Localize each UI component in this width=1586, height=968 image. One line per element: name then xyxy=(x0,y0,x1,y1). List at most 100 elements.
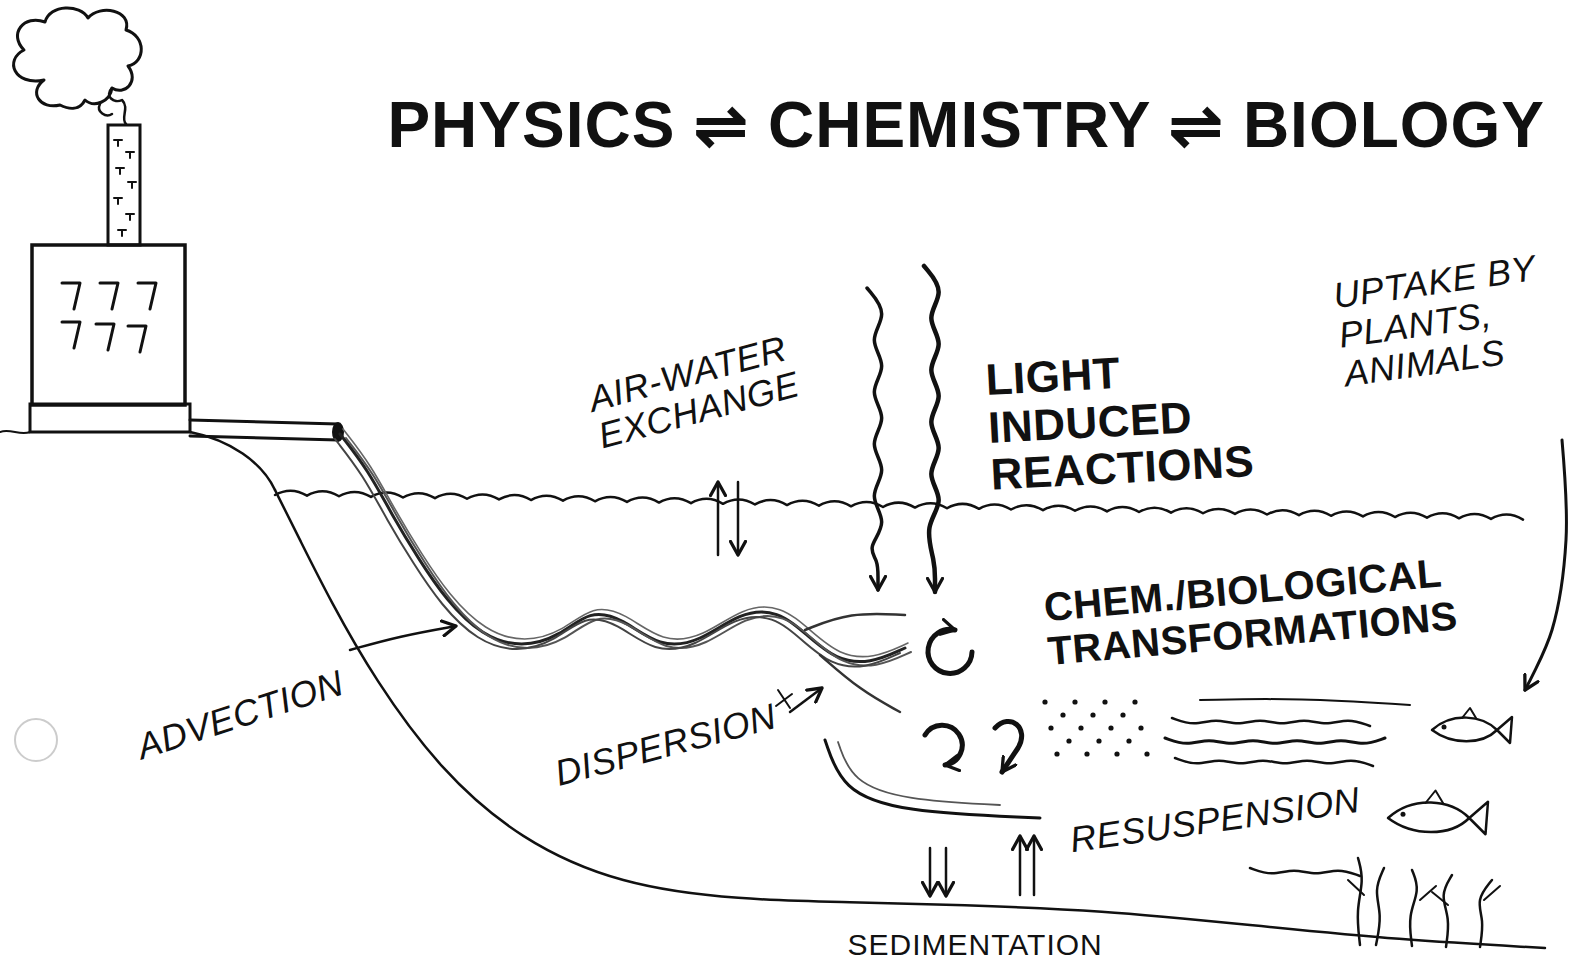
label-wrap: CHEM./BIOLOGICAL TRANSFORMATIONS xyxy=(1042,547,1488,673)
water-surface xyxy=(275,491,1523,520)
particle xyxy=(1072,699,1077,704)
particle xyxy=(1126,738,1131,743)
sedimentation-arrow xyxy=(929,848,932,896)
uptake-arrow xyxy=(1525,440,1566,690)
factory-window xyxy=(128,326,146,352)
resuspension-arrow xyxy=(1019,836,1022,895)
plume-spread xyxy=(838,742,1000,805)
factory-window xyxy=(96,324,114,350)
water-line xyxy=(1175,758,1373,766)
brick-mark xyxy=(117,140,119,146)
plant-stem xyxy=(1410,870,1417,946)
light-arrow xyxy=(924,266,939,592)
particle xyxy=(1108,725,1113,730)
plume-spread xyxy=(820,655,900,712)
water-line xyxy=(1165,738,1385,743)
fish-fin xyxy=(1462,708,1476,718)
plant-leaf xyxy=(1348,880,1364,895)
cycle-arrow xyxy=(925,725,962,765)
brick-mark xyxy=(117,198,119,204)
particle xyxy=(1096,738,1101,743)
fish-fin xyxy=(1426,791,1444,804)
plant-stem xyxy=(1444,875,1452,947)
brick-mark xyxy=(119,168,121,174)
particle xyxy=(1066,738,1071,743)
particles xyxy=(1042,699,1149,756)
factory-window xyxy=(138,283,156,309)
ground-line xyxy=(0,431,30,433)
plant-stem xyxy=(1480,880,1492,947)
brick-mark xyxy=(131,182,133,188)
process-label: CHEM./BIOLOGICAL TRANSFORMATIONS xyxy=(1042,547,1488,673)
label-wrap: LIGHT INDUCED REACTIONS xyxy=(984,342,1255,498)
plume-spread xyxy=(825,740,1040,818)
outfall-pipe xyxy=(190,420,338,424)
process-label: DISPERSION xyxy=(550,696,780,793)
particle xyxy=(1132,699,1137,704)
particle xyxy=(1054,751,1059,756)
advection-arrow xyxy=(350,626,456,650)
brick-mark xyxy=(121,230,123,236)
fish xyxy=(1388,802,1488,835)
plume-spread xyxy=(805,614,905,630)
process-label: SEDIMENTATION xyxy=(848,928,1103,961)
particle xyxy=(1084,751,1089,756)
factory-window xyxy=(62,322,80,348)
fish-eye xyxy=(1401,812,1406,817)
smokestack xyxy=(108,125,140,245)
exchange-arrow xyxy=(717,482,720,555)
plant-leaf xyxy=(1484,886,1500,900)
fish xyxy=(1432,717,1512,743)
punch-hole xyxy=(15,719,57,761)
fish-eye xyxy=(1442,725,1447,730)
dispersion-arrow xyxy=(790,688,822,712)
effluent-plume xyxy=(335,439,900,667)
cycle-arrow xyxy=(928,629,972,673)
factory-building xyxy=(32,245,185,405)
label-wrap: UPTAKE BY PLANTS, ANIMALS xyxy=(1330,246,1559,394)
effluent-plume xyxy=(346,438,911,666)
cycle-arrow xyxy=(995,721,1022,772)
process-label: RESUSPENSION xyxy=(1068,780,1363,860)
water-line xyxy=(1250,868,1360,876)
effluent-plume xyxy=(340,434,905,662)
label-wrap: DISPERSION xyxy=(550,696,780,793)
title-wrap: PHYSICS ⇌ CHEMISTRY ⇌ BIOLOGY xyxy=(387,88,1545,162)
process-label: ADVECTION xyxy=(132,663,348,767)
water-line xyxy=(1172,718,1370,726)
process-label: AIR-WATER EXCHANGE xyxy=(585,315,856,455)
particle xyxy=(1090,712,1095,717)
particle xyxy=(1078,725,1083,730)
label-wrap: RESUSPENSION xyxy=(1068,780,1363,860)
plant-stem xyxy=(1358,858,1362,945)
plant-leaf xyxy=(1432,892,1448,905)
light-arrow xyxy=(867,288,882,590)
particle xyxy=(1060,712,1065,717)
resuspension-arrow xyxy=(1033,836,1036,895)
particle xyxy=(1048,725,1053,730)
particle xyxy=(1114,751,1119,756)
particle xyxy=(1102,699,1107,704)
particle xyxy=(1138,725,1143,730)
brick-mark xyxy=(129,214,131,220)
exchange-arrow xyxy=(737,482,740,555)
particle xyxy=(1042,699,1047,704)
factory-window xyxy=(62,283,80,309)
label-wrap: AIR-WATER EXCHANGE xyxy=(585,315,856,455)
smoke-cloud xyxy=(14,8,142,108)
label-wrap: SEDIMENTATION xyxy=(848,928,1103,961)
water-line xyxy=(1200,699,1410,705)
effluent-plume xyxy=(343,429,908,657)
smoke-puff xyxy=(109,88,126,124)
brick-mark xyxy=(129,152,131,158)
particle xyxy=(1120,712,1125,717)
dispersion-star xyxy=(776,690,792,708)
shore-line xyxy=(190,432,275,490)
sedimentation-arrow xyxy=(945,848,948,896)
factory-window xyxy=(100,283,118,309)
process-label: UPTAKE BY PLANTS, ANIMALS xyxy=(1330,246,1559,394)
factory-platform xyxy=(30,404,190,432)
label-wrap: ADVECTION xyxy=(132,663,348,767)
smoke-puff xyxy=(99,104,112,115)
